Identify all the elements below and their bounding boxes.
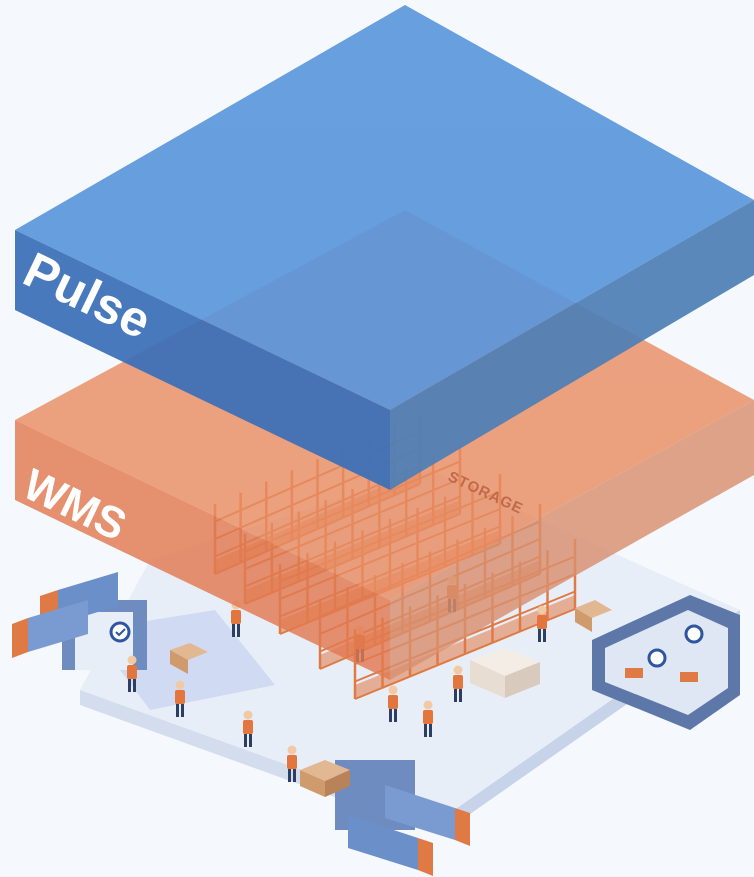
truck-inbound-2 (12, 600, 88, 658)
worker-figure (453, 665, 463, 702)
wms-layer-side (390, 400, 754, 680)
wms-layer-front (15, 420, 390, 680)
worker-figure (243, 710, 253, 747)
office-room (592, 595, 740, 730)
truck-outbound-2 (348, 815, 433, 876)
worker-figure (175, 680, 185, 717)
pulse-layer-front (15, 230, 390, 490)
pulse-layer (15, 5, 754, 490)
pallets (170, 600, 612, 797)
pulse-layer-side (390, 200, 754, 490)
pulse-layer-top (15, 5, 754, 410)
truck-outbound-1 (385, 785, 470, 846)
euro-badge-icon (647, 648, 667, 668)
desk-right (680, 672, 698, 682)
worker-figure (537, 605, 547, 642)
desk-left (625, 668, 643, 678)
worker-figure (423, 700, 433, 737)
worker-figure (287, 745, 297, 782)
check-badge-icon (109, 621, 131, 643)
user-badge-icon (684, 624, 704, 644)
worker-figure (127, 655, 137, 692)
worker-figure (388, 685, 398, 722)
inbound-dock (12, 572, 147, 670)
